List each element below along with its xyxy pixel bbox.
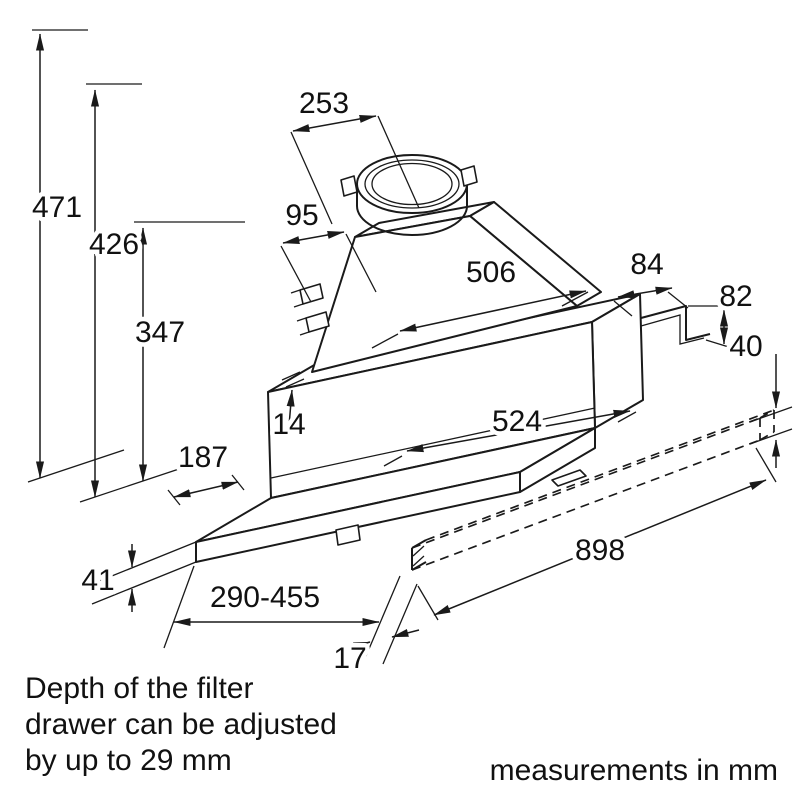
dim-label-290-455: 290-455 — [210, 581, 320, 614]
dim-line-898 — [433, 479, 767, 616]
dim-label-506: 506 — [466, 256, 516, 289]
units-note: measurements in mm — [490, 754, 778, 787]
dim-leader-14 — [286, 389, 295, 439]
dim-label-95: 95 — [285, 199, 318, 232]
notes: Depth of the filter drawer can be adjust… — [22, 669, 781, 790]
dim-label-253: 253 — [299, 87, 349, 120]
dim-label-524: 524 — [492, 405, 542, 438]
dim-label-40: 40 — [729, 330, 762, 363]
dim-line-524 — [406, 409, 631, 453]
dim-label-17: 17 — [333, 642, 366, 675]
dim-line-253 — [292, 114, 377, 133]
collar-clip-left — [340, 175, 358, 197]
dim-label-14: 14 — [272, 408, 305, 441]
dim-line-17-left — [344, 641, 371, 651]
dim-label-898: 898 — [575, 534, 625, 567]
dim-label-84: 84 — [630, 248, 663, 281]
dim-label-426: 426 — [89, 228, 139, 261]
dim-label-41: 41 — [81, 564, 114, 597]
collar-clip-right — [460, 165, 478, 187]
filter-note-line1: Depth of the filter — [25, 672, 253, 705]
dimension-labels: 471 426 347 253 95 506 524 84 82 40 898 … — [27, 83, 767, 680]
dim-line-187 — [173, 481, 239, 498]
dim-line-17-right — [391, 628, 420, 638]
dim-label-82: 82 — [719, 280, 752, 313]
dimension-lines — [35, 33, 781, 651]
dim-line-506 — [399, 290, 587, 332]
dim-label-187: 187 — [178, 441, 228, 474]
drawer-handle-clip — [335, 524, 361, 546]
panel-cutout — [551, 469, 587, 487]
filter-note-line3: by up to 29 mm — [25, 744, 232, 777]
mounting-brackets — [290, 283, 330, 336]
dim-label-471: 471 — [32, 191, 82, 224]
side-rail — [640, 305, 711, 345]
dim-line-95 — [282, 230, 345, 245]
filter-note-line2: drawer can be adjusted — [25, 708, 337, 741]
dim-line-84 — [617, 286, 673, 299]
duct-collar — [340, 154, 478, 236]
dim-label-347: 347 — [135, 316, 185, 349]
